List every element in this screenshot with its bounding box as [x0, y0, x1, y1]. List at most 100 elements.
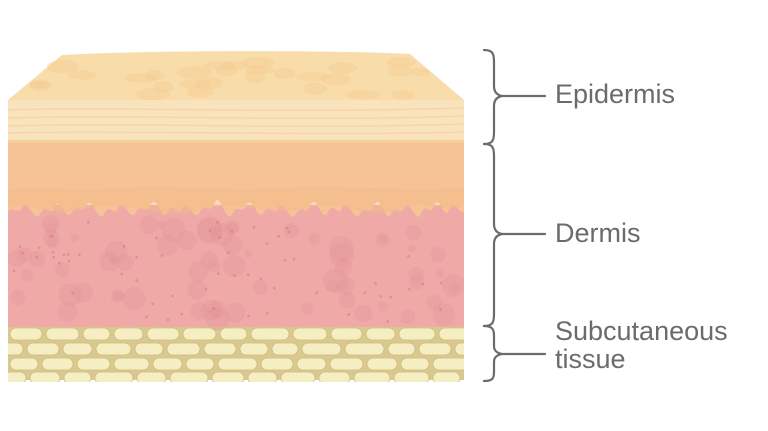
- epidermis-edge: [8, 140, 464, 143]
- dermis-spot: [113, 291, 125, 302]
- surface-spot: [409, 67, 431, 77]
- dermis-dot: [160, 254, 164, 257]
- dermis-dot: [230, 229, 234, 233]
- label-epidermis: Epidermis: [555, 79, 676, 109]
- surface-texture: [29, 56, 431, 101]
- dermis-spot: [43, 229, 61, 247]
- dermis-dot: [212, 306, 216, 310]
- dermis-spot: [57, 301, 78, 322]
- dermis-spot: [378, 234, 388, 244]
- dermis-spot: [105, 240, 128, 263]
- surface-spot: [29, 80, 52, 91]
- surface-spot: [215, 65, 238, 77]
- dermis-dot: [226, 251, 230, 255]
- surface-spot: [67, 70, 97, 80]
- fat-cell: [454, 342, 464, 356]
- dermis-spot: [187, 280, 207, 300]
- dermis-dot: [315, 291, 319, 295]
- dermis-spot: [116, 253, 134, 271]
- fat-cell: [280, 371, 316, 382]
- fat-cell: [182, 327, 217, 341]
- fat-cell: [301, 342, 342, 356]
- dermis-dot: [283, 259, 287, 262]
- fat-cell: [136, 371, 167, 382]
- fat-cell: [203, 342, 237, 356]
- fat-cell: [344, 342, 385, 356]
- fat-cell: [146, 327, 180, 341]
- dermis-dot: [62, 253, 66, 257]
- surface-spot: [29, 79, 51, 89]
- dermis-dot: [48, 234, 52, 238]
- dermis-dot: [86, 220, 90, 224]
- fat-cell: [152, 357, 183, 371]
- corneum-line: [7, 123, 465, 128]
- dermis-dot: [51, 251, 55, 254]
- stratum-basale-shading: [8, 186, 464, 213]
- surface-spot: [244, 65, 275, 75]
- surface-spot: [390, 90, 415, 100]
- dermis-dot: [218, 236, 221, 240]
- dermis-dot: [246, 273, 250, 277]
- fat-cell: [438, 327, 464, 341]
- fat-cell: [41, 357, 74, 371]
- surface-spot: [242, 56, 274, 70]
- dermis-dot: [166, 318, 170, 322]
- dermis-dot: [277, 234, 280, 238]
- corneum-line: [7, 107, 465, 112]
- dermis-spot: [375, 232, 390, 247]
- surface-spot: [296, 72, 329, 81]
- dermis-dot: [151, 302, 155, 306]
- fat-cell: [26, 342, 60, 356]
- surface-spot: [124, 73, 158, 83]
- bracket-dermis: [482, 142, 547, 328]
- fat-cell: [271, 342, 299, 356]
- bracket-subcutaneous: [482, 324, 547, 383]
- label-subcutaneous-line1: Subcutaneous: [555, 316, 728, 346]
- fat-cell: [353, 371, 391, 382]
- label-subcutaneous-line2: tissue: [555, 344, 626, 374]
- fat-cell: [239, 342, 269, 356]
- dermis-spot: [110, 289, 125, 303]
- dermis-spot: [329, 243, 355, 269]
- dermis-spot: [211, 223, 234, 246]
- subcutaneous-layer: [8, 324, 464, 382]
- dermis-spot: [252, 279, 268, 295]
- dermis-dot: [35, 255, 39, 259]
- dermis-dot: [386, 320, 390, 323]
- dermis-spot: [72, 282, 93, 303]
- dermis-spot: [225, 302, 246, 323]
- dermis-dot: [135, 255, 138, 259]
- dermis-spot: [308, 233, 321, 245]
- dermis-dot: [347, 313, 351, 316]
- fat-cell: [217, 357, 258, 371]
- fat-cell: [432, 371, 461, 382]
- fat-cell: [387, 342, 416, 356]
- dermis-spot: [47, 237, 58, 249]
- dermis-dot: [180, 312, 184, 316]
- dermis-spot: [226, 220, 240, 234]
- dermis-dot: [389, 295, 393, 299]
- fat-cell: [365, 327, 396, 341]
- surface-spot: [203, 61, 236, 70]
- fat-cell: [318, 371, 351, 382]
- dermis-dot: [407, 255, 410, 258]
- dermis-spot: [328, 236, 354, 262]
- fat-cell: [463, 375, 464, 381]
- dermis-dot: [216, 272, 220, 276]
- dermis-dot: [12, 269, 16, 273]
- dermis-spot: [207, 299, 226, 319]
- corneum-line: [7, 131, 465, 135]
- dermis-spots: [8, 215, 464, 330]
- dermis-spot: [223, 221, 239, 236]
- dermis-dot: [252, 225, 256, 229]
- fat-cell: [76, 357, 111, 371]
- dermis-spot: [108, 256, 118, 266]
- fat-cell: [113, 357, 150, 371]
- fat-cell: [211, 371, 245, 382]
- surface-spot: [386, 57, 417, 67]
- fat-cell: [292, 327, 328, 341]
- fat-cell: [134, 342, 164, 356]
- fat-cell: [296, 357, 327, 371]
- bracket-epidermis: [482, 48, 547, 146]
